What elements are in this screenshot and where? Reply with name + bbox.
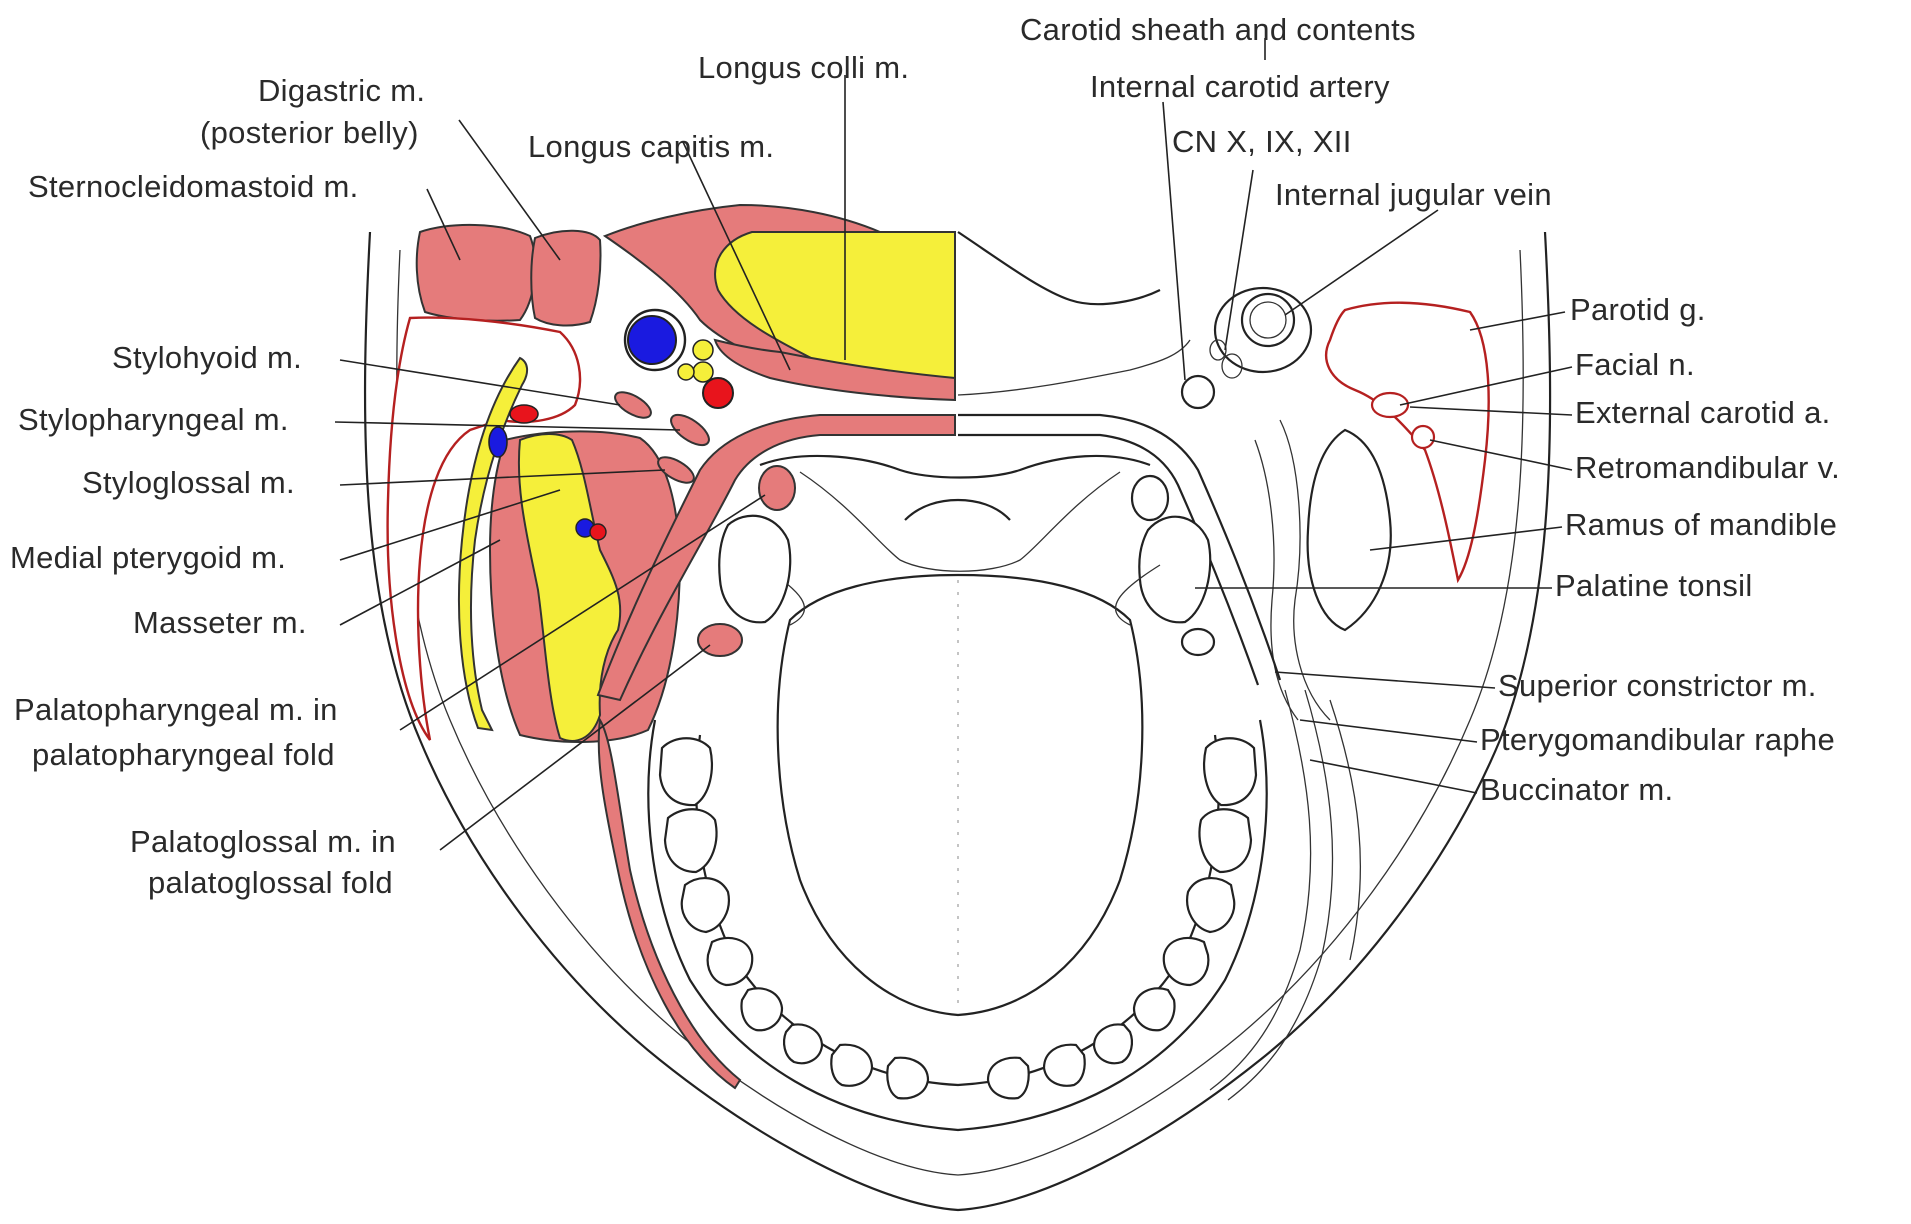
left-incisor-2 [784, 1024, 822, 1063]
right-ramus [1308, 430, 1391, 630]
right-premolar-1 [1187, 878, 1234, 932]
label-parotid: Parotid g. [1570, 292, 1706, 327]
tongue [778, 575, 1143, 1015]
right-molar-1 [1204, 738, 1256, 805]
left-incisor-1 [831, 1045, 872, 1086]
label-stylohyoid: Stylohyoid m. [112, 340, 302, 375]
label-medial-pterygoid: Medial pterygoid m. [10, 540, 286, 575]
right-incisor-2 [1094, 1024, 1132, 1063]
right-premolar-2 [1164, 938, 1209, 985]
right-internal-carotid [1182, 376, 1214, 408]
right-canine [1134, 988, 1174, 1030]
right-palatoglossal [1182, 629, 1214, 655]
label-internal-carotid: Internal carotid artery [1090, 69, 1390, 104]
label-palatopharyngeal-2: palatopharyngeal fold [32, 737, 335, 772]
label-ramus: Ramus of mandible [1565, 507, 1837, 542]
nerve-circle-3 [678, 364, 694, 380]
center-incisor-left [887, 1058, 928, 1099]
sternocleidomastoid-muscle [417, 225, 535, 321]
digastric-muscle [531, 231, 600, 326]
internal-carotid-artery-red [703, 378, 733, 408]
right-incisor-1 [1044, 1045, 1085, 1086]
nerve-circle-1 [693, 340, 713, 360]
label-palatoglossal-1: Palatoglossal m. in [130, 824, 396, 859]
label-palatopharyngeal-1: Palatopharyngeal m. in [14, 692, 338, 727]
left-premolar-2 [708, 938, 753, 985]
left-molar-1 [660, 738, 712, 805]
label-cn: CN X, IX, XII [1172, 124, 1352, 159]
label-pterygomandibular: Pterygomandibular raphe [1480, 722, 1835, 757]
central-structures [719, 456, 1160, 1015]
label-sternocleidomastoid: Sternocleidomastoid m. [28, 169, 359, 204]
label-buccinator: Buccinator m. [1480, 772, 1673, 807]
left-canine [742, 988, 782, 1030]
label-stylopharyngeal: Stylopharyngeal m. [18, 402, 289, 437]
external-carotid-red [510, 405, 538, 423]
internal-jugular-vein-blue [628, 316, 676, 364]
label-styloglossal: Styloglossal m. [82, 465, 295, 500]
label-external-carotid: External carotid a. [1575, 395, 1831, 430]
right-palatine-tonsil [1139, 517, 1210, 623]
label-internal-jugular: Internal jugular vein [1275, 177, 1552, 212]
label-digastric-1: Digastric m. [258, 73, 425, 108]
inferior-alveolar-artery [590, 524, 606, 540]
label-longus-capitis: Longus capitis m. [528, 129, 774, 164]
label-facial-n: Facial n. [1575, 347, 1695, 382]
nerve-circle-2 [693, 362, 713, 382]
right-palatopharyngeal [1132, 476, 1168, 520]
right-molar-2 [1200, 809, 1251, 872]
right-carotid-sheath [1215, 288, 1311, 372]
label-superior-constrictor: Superior constrictor m. [1498, 668, 1817, 703]
retromandibular-vein-blue [489, 427, 507, 457]
label-carotid-sheath: Carotid sheath and contents [1020, 12, 1416, 47]
center-incisor-right [988, 1058, 1029, 1099]
label-masseter: Masseter m. [133, 605, 307, 640]
left-molar-2 [665, 809, 716, 872]
left-premolar-1 [682, 878, 729, 932]
left-palatine-tonsil [719, 516, 790, 623]
palatoglossal-muscle [698, 624, 742, 656]
label-longus-colli: Longus colli m. [698, 50, 909, 85]
label-retromandibular: Retromandibular v. [1575, 450, 1840, 485]
label-palatoglossal-2: palatoglossal fold [148, 865, 393, 900]
right-retromandibular [1412, 426, 1434, 448]
label-digastric-2: (posterior belly) [200, 115, 419, 150]
label-palatine-tonsil: Palatine tonsil [1555, 568, 1753, 603]
palatopharyngeal-fold [759, 466, 795, 510]
